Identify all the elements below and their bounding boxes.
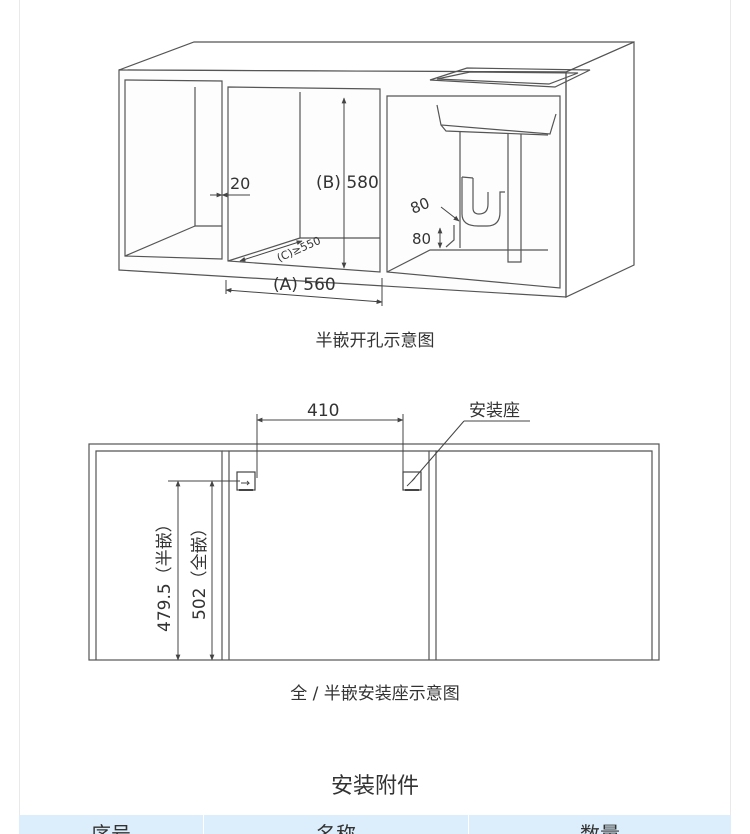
header-quantity: 数量 xyxy=(580,822,620,834)
section-title: 安装附件 xyxy=(330,774,419,799)
dim-20-label: 20 xyxy=(230,174,250,193)
accessories-table-header: 序号 名称 数量 xyxy=(19,815,731,834)
mount-callout-label: 安装座 xyxy=(469,401,520,421)
figure2-dimension-lines xyxy=(168,414,530,661)
dim-b-label: (B) 580 xyxy=(316,173,379,193)
figure2-caption: 全 / 半嵌安装座示意图 xyxy=(290,684,460,704)
left-guide-line xyxy=(19,0,20,834)
figure1-dimension-lines xyxy=(210,97,460,306)
dim-a-label: (A) 560 xyxy=(273,275,336,295)
cabinet-perspective-diagram xyxy=(118,41,635,298)
header-index: 序号 xyxy=(19,815,204,834)
figure1-caption: 半嵌开孔示意图 xyxy=(315,331,435,351)
mount-bracket-left xyxy=(236,471,256,491)
mount-front-view-diagram xyxy=(88,443,660,661)
right-guide-line xyxy=(730,0,731,834)
dim-full-embed-label: 502（全嵌） xyxy=(190,520,210,620)
dim-410-label: 410 xyxy=(307,401,339,421)
dim-80-pipe-label: 80 xyxy=(408,194,432,218)
header-name: 名称 xyxy=(204,815,469,834)
dim-80-height-label: 80 xyxy=(412,230,431,248)
dim-half-embed-label: 479.5（半嵌） xyxy=(155,515,175,632)
